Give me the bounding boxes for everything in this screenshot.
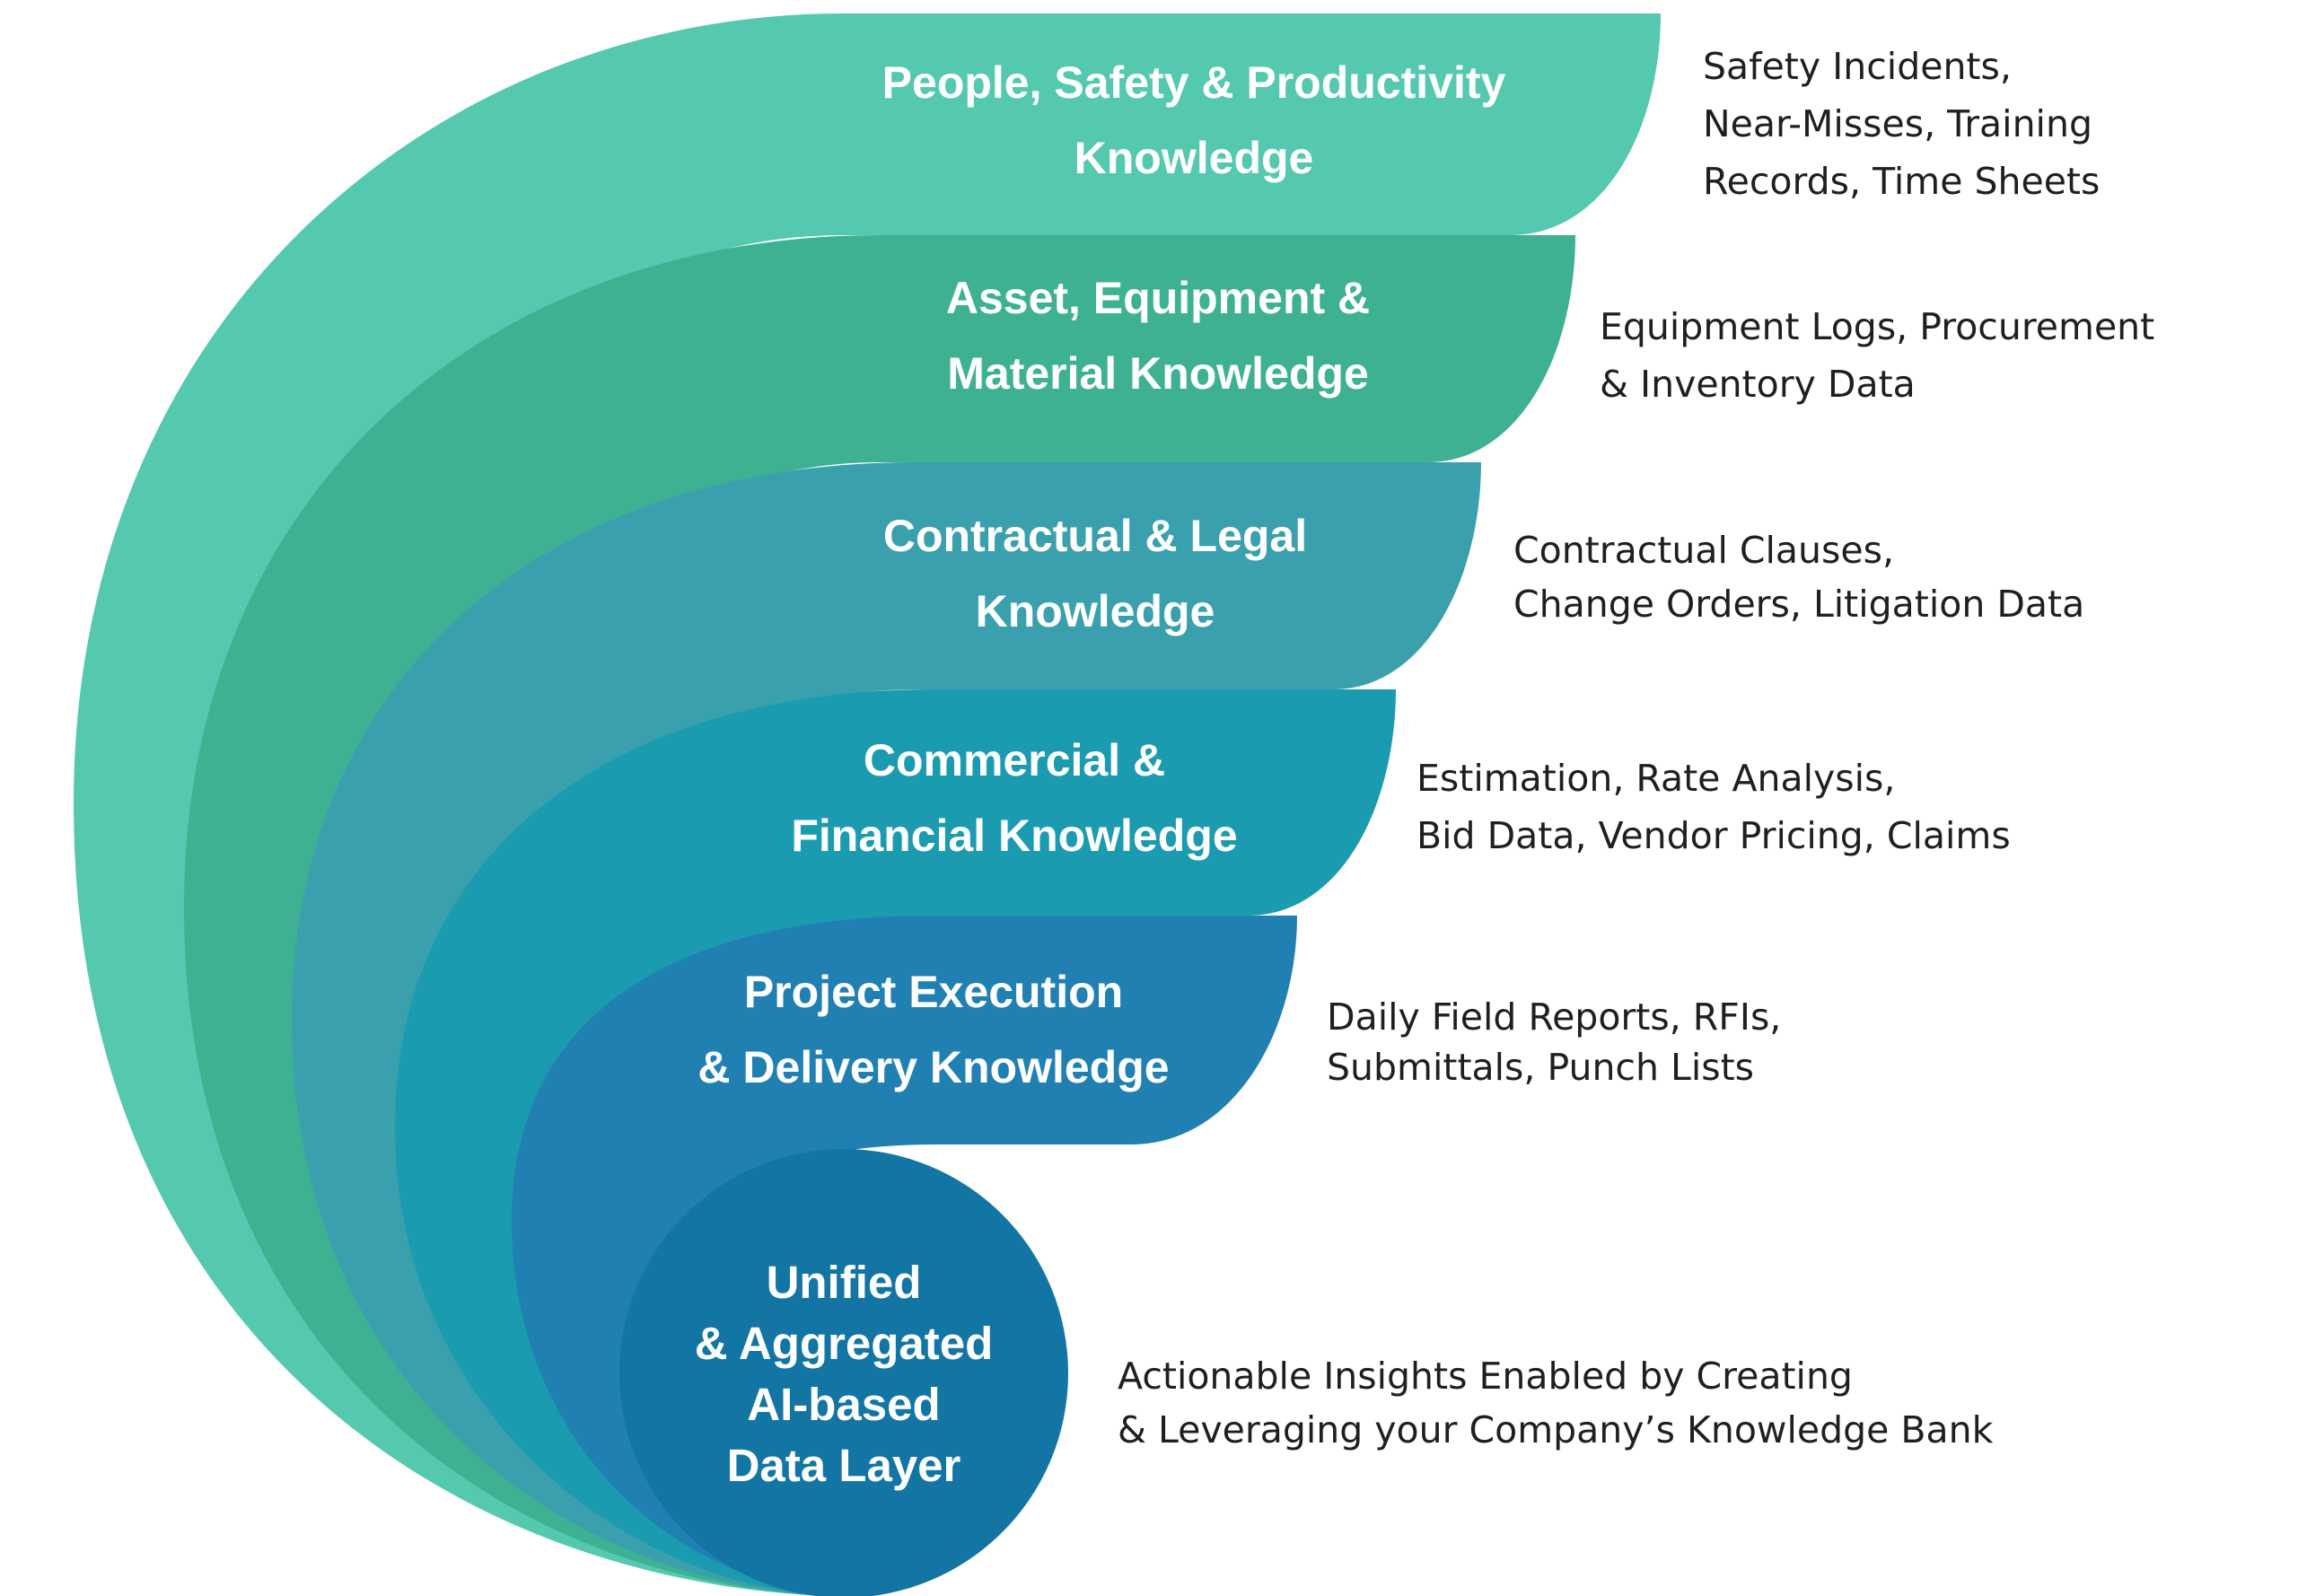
layer-label-contractual-legal: Contractual & Legal Knowledge (882, 511, 1308, 636)
core-data-layer-circle (619, 1149, 1068, 1596)
core-detail-text: Actionable Insights Enabled by Creating … (1118, 1355, 1994, 1451)
layer-label-asset-equipment: Asset, Equipment & Material Knowledge (945, 273, 1371, 399)
layer-detail-commercial-financial: Estimation, Rate Analysis, Bid Data, Ven… (1417, 757, 2011, 857)
layer-detail-project-execution: Daily Field Reports, RFIs, Submittals, P… (1327, 995, 1782, 1089)
layer-label-commercial-financial: Commercial & Financial Knowledge (791, 735, 1238, 861)
layer-band-contractual-legal (292, 462, 1481, 1596)
layer-detail-asset-equipment: Equipment Logs, Procurement & Inventory … (1600, 305, 2155, 406)
layer-detail-people-safety: Safety Incidents, Near-Misses, Training … (1703, 45, 2101, 203)
core-data-layer-label: Unified & Aggregated AI-based Data Layer (694, 1257, 994, 1491)
layer-label-people-safety: People, Safety & Productivity Knowledge (881, 57, 1506, 183)
layer-band-commercial-financial (395, 689, 1396, 1596)
layer-detail-contractual-legal: Contractual Clauses, Change Orders, Liti… (1513, 529, 2085, 626)
layer-label-project-execution: Project Execution & Delivery Knowledge (697, 967, 1170, 1092)
